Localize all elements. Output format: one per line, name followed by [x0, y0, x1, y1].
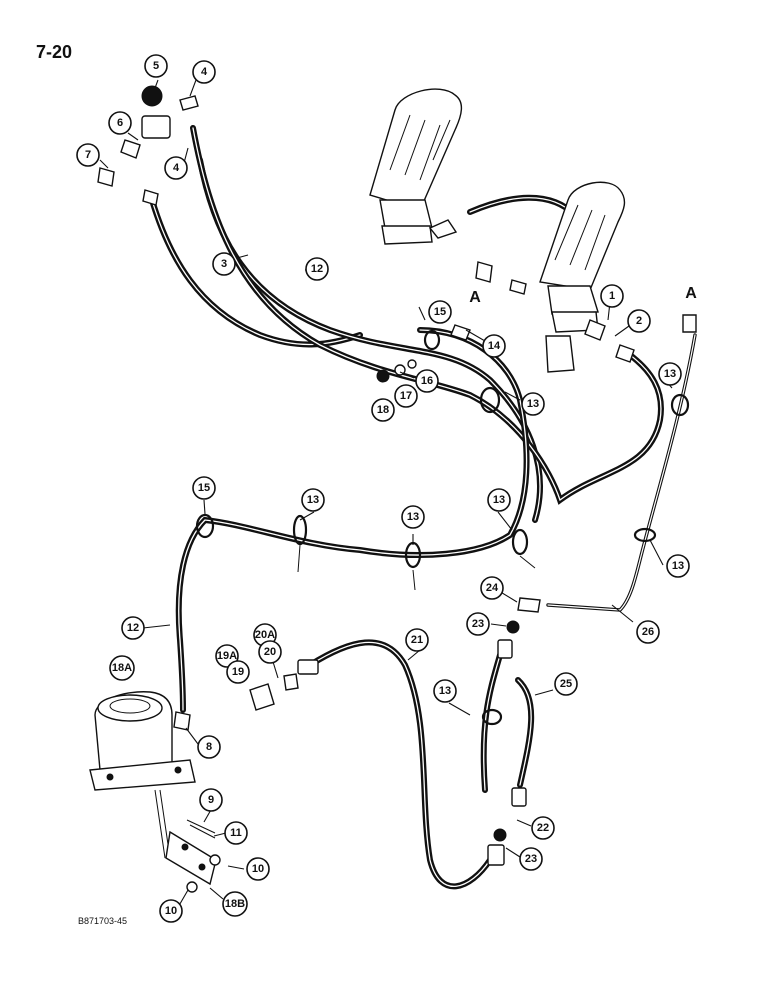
callout-10-right: 10 — [246, 857, 270, 881]
svg-text:7: 7 — [85, 149, 91, 161]
callout-13-f: 13 — [666, 554, 690, 578]
svg-text:12: 12 — [127, 622, 139, 634]
callout-25: 25 — [554, 672, 578, 696]
connection-marker-a-left: A — [469, 289, 481, 306]
svg-text:18: 18 — [377, 404, 389, 416]
callout-17: 17 — [394, 384, 418, 408]
svg-text:22: 22 — [537, 822, 549, 834]
callout-18: 18 — [371, 398, 395, 422]
svg-text:13: 13 — [407, 511, 419, 523]
hose-3 — [149, 197, 363, 348]
svg-text:1: 1 — [609, 290, 615, 302]
svg-text:13: 13 — [672, 560, 684, 572]
hose-21 — [307, 639, 493, 890]
svg-text:2: 2 — [636, 315, 642, 327]
callout-15-upper: 15 — [428, 300, 452, 324]
svg-text:17: 17 — [400, 390, 412, 402]
callout-19: 19 — [226, 660, 250, 684]
svg-text:20A: 20A — [255, 629, 275, 641]
svg-text:21: 21 — [411, 634, 423, 646]
svg-text:20: 20 — [264, 646, 276, 658]
hose-25 — [480, 652, 535, 793]
callout-5: 5 — [144, 54, 168, 78]
svg-text:8: 8 — [206, 741, 212, 753]
svg-text:18B: 18B — [225, 898, 245, 910]
callout-11: 11 — [224, 821, 248, 845]
callout-12-lower: 12 — [121, 616, 145, 640]
callout-13-a: 13 — [521, 392, 545, 416]
svg-text:13: 13 — [493, 494, 505, 506]
svg-text:18A: 18A — [112, 662, 132, 674]
callout-6: 6 — [108, 111, 132, 135]
fittings — [97, 85, 697, 866]
svg-text:13: 13 — [439, 685, 451, 697]
svg-text:14: 14 — [488, 340, 501, 352]
callout-14: 14 — [482, 334, 506, 358]
callout-12-upper: 12 — [305, 257, 329, 281]
brake-pedal-left — [369, 88, 463, 245]
callout-10-bottom: 10 — [159, 899, 183, 923]
svg-text:13: 13 — [527, 398, 539, 410]
callout-21: 21 — [405, 628, 429, 652]
callout-1: 1 — [600, 284, 624, 308]
brake-valve-18a — [89, 691, 221, 893]
callout-2: 2 — [627, 309, 651, 333]
page-number: 7-20 — [36, 42, 73, 62]
svg-text:10: 10 — [252, 863, 264, 875]
callout-22: 22 — [531, 816, 555, 840]
svg-text:23: 23 — [472, 618, 484, 630]
callout-16: 16 — [415, 369, 439, 393]
callout-8: 8 — [197, 735, 221, 759]
brake-pedal-right — [539, 181, 626, 373]
svg-text:4: 4 — [173, 162, 180, 174]
callout-24: 24 — [480, 576, 504, 600]
callout-18b: 18B — [222, 891, 248, 917]
svg-text:13: 13 — [307, 494, 319, 506]
svg-text:15: 15 — [434, 306, 446, 318]
callout-13-d: 13 — [401, 505, 425, 529]
callout-13-c: 13 — [301, 488, 325, 512]
svg-text:3: 3 — [221, 258, 227, 270]
callout-13-g: 13 — [433, 679, 457, 703]
svg-text:6: 6 — [117, 117, 123, 129]
callout-9: 9 — [199, 788, 223, 812]
svg-text:9: 9 — [208, 794, 214, 806]
callout-13-e: 13 — [487, 488, 511, 512]
clips — [195, 329, 690, 726]
svg-text:11: 11 — [230, 827, 242, 839]
callout-23-upper: 23 — [466, 612, 490, 636]
svg-text:10: 10 — [165, 905, 177, 917]
svg-text:5: 5 — [153, 60, 159, 72]
callout-23-lower: 23 — [519, 847, 543, 871]
callout-7: 7 — [76, 143, 100, 167]
callout-3: 3 — [212, 252, 236, 276]
connection-marker-a-right: A — [685, 285, 697, 302]
svg-text:15: 15 — [198, 482, 210, 494]
callout-18a: 18A — [109, 655, 135, 681]
svg-text:24: 24 — [486, 582, 499, 594]
svg-text:19: 19 — [232, 666, 244, 678]
svg-text:26: 26 — [642, 626, 654, 638]
svg-text:23: 23 — [525, 853, 537, 865]
svg-text:25: 25 — [560, 678, 572, 690]
callout-13-b: 13 — [658, 362, 682, 386]
figure-code: B871703-45 — [78, 916, 128, 926]
callout-4-lower: 4 — [164, 156, 188, 180]
callout-19a: 19A — [215, 644, 239, 668]
callout-20: 20 — [258, 640, 282, 664]
svg-text:19A: 19A — [217, 650, 237, 662]
callout-26: 26 — [636, 620, 660, 644]
svg-text:12: 12 — [311, 263, 323, 275]
svg-text:13: 13 — [664, 368, 676, 380]
callout-4-top: 4 — [192, 60, 216, 84]
svg-text:16: 16 — [421, 375, 433, 387]
hose-12-second — [190, 125, 664, 505]
callout-15-lower: 15 — [192, 476, 216, 500]
svg-text:4: 4 — [201, 66, 208, 78]
